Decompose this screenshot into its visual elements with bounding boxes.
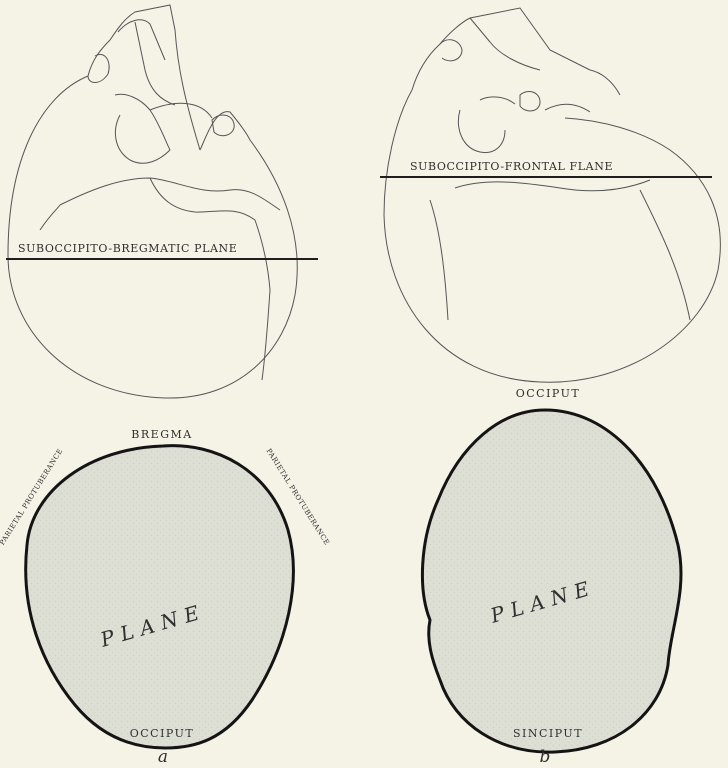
section-b-shape [422,410,681,752]
skull-a-suture [60,178,280,210]
section-a-top-label: BREGMA [131,428,192,441]
skull-a-drawing [8,5,297,398]
section-b-bottom-label: SINCIPUT [513,727,583,740]
plane-label-a: SUBOCCIPITO-BREGMATIC PLANE [18,242,237,255]
skull-b-outline [384,90,720,382]
section-a-shape [26,446,294,748]
skull-b-drawing [384,8,720,382]
section-a-bottom-label: OCCIPUT [130,727,195,740]
skull-a-outline [8,76,297,398]
panel-letter-a: a [158,747,168,767]
section-b-top-label: OCCIPUT [516,387,581,400]
skull-b-suture [455,180,650,191]
panel-letter-b: b [540,747,551,767]
plane-label-b: SUBOCCIPITO-FRONTAL FLANE [410,160,613,173]
skull-b-face [412,8,590,90]
skull-a-orbit [212,115,234,136]
skull-b-orbit [520,91,540,110]
